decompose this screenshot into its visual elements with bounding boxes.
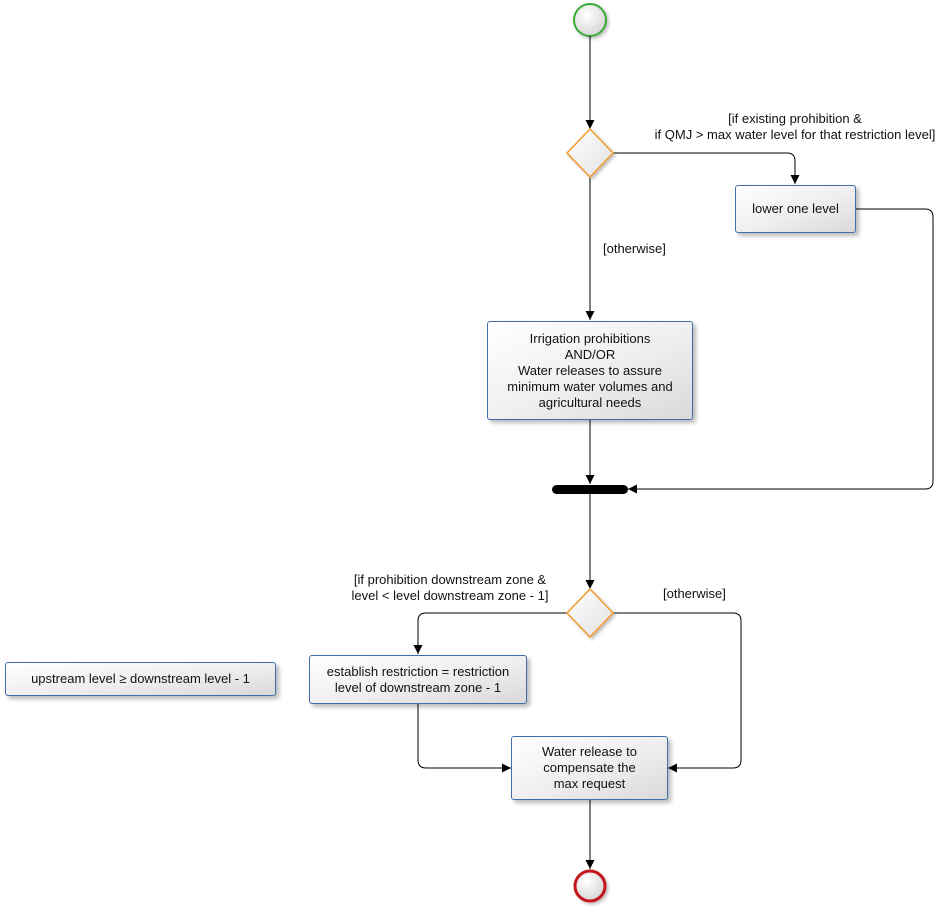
- edge-decision2-to-water-release: [613, 612, 742, 773]
- end-node: [573, 869, 607, 903]
- water-release-label: Water release to compensate the max requ…: [542, 744, 637, 791]
- guard-otherwise-1: [otherwise]: [603, 241, 666, 256]
- edge-decision2-to-establish-restriction: [413, 612, 567, 654]
- lower-one-level-label: lower one level: [752, 201, 839, 216]
- guard-existing-prohibition: [if existing prohibition & if QMJ > max …: [654, 111, 936, 142]
- edge-establish-restriction-to-water-release: [417, 704, 511, 773]
- start-node: [573, 3, 607, 37]
- decision-node-2: [565, 587, 615, 639]
- establish-restriction-node: establish restriction = restriction leve…: [309, 655, 527, 704]
- lower-one-level-node: lower one level: [735, 185, 856, 233]
- irrigation-prohibitions-label: Irrigation prohibitions AND/OR Water rel…: [507, 330, 673, 410]
- constraint-note-label: upstream level ≥ downstream level - 1: [31, 671, 250, 686]
- guard-otherwise-2: [otherwise]: [663, 586, 726, 601]
- establish-restriction-label: establish restriction = restriction leve…: [326, 663, 510, 695]
- join-bar: [552, 485, 628, 494]
- edge-decision1-to-lower-one-level: [613, 152, 800, 184]
- edge-lower-one-level-to-join: [628, 208, 934, 494]
- guard-downstream-prohibition: [if prohibition downstream zone & level …: [351, 572, 549, 603]
- decision-node-1: [565, 127, 615, 179]
- water-release-node: Water release to compensate the max requ…: [511, 736, 668, 800]
- constraint-note: upstream level ≥ downstream level - 1: [5, 662, 276, 696]
- irrigation-prohibitions-node: Irrigation prohibitions AND/OR Water rel…: [487, 321, 693, 420]
